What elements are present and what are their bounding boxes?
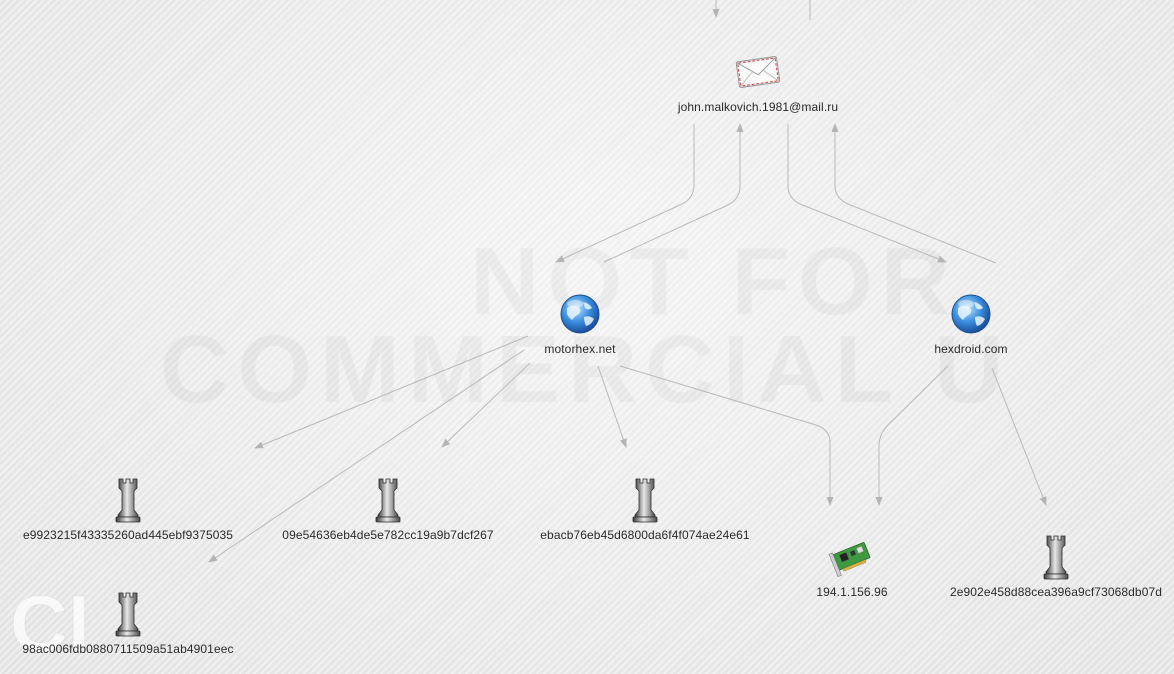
- node-motorhex[interactable]: motorhex.net: [514, 290, 646, 356]
- edge-motorhex-to-hash2: [441, 362, 531, 448]
- node-hash-3[interactable]: ebacb76eb45d6800da6f4f074ae24e61: [520, 476, 770, 542]
- rook-icon: [1032, 533, 1080, 581]
- network-card-icon: [828, 533, 876, 581]
- rook-icon: [104, 476, 152, 524]
- edge-hexdroid-to-hash5: [991, 367, 1047, 506]
- envelope-icon: [734, 48, 782, 96]
- node-hash-1[interactable]: e9923215f43335260ad445ebf9375035: [4, 476, 252, 542]
- node-label: ebacb76eb45d6800da6f4f074ae24e61: [540, 528, 750, 542]
- node-hash-2[interactable]: 09e54636eb4de5e782cc19a9b7dcf267: [263, 476, 513, 542]
- edge-email-to-hexdroid: [787, 124, 947, 263]
- edge-motorhex-to-hash4: [208, 349, 525, 563]
- node-label: john.malkovich.1981@mail.ru: [677, 100, 839, 114]
- node-hexdroid[interactable]: hexdroid.com: [905, 290, 1037, 356]
- node-ip[interactable]: 194.1.156.96: [792, 533, 912, 599]
- edge-motorhex-to-ip: [619, 365, 834, 506]
- node-label: hexdroid.com: [934, 342, 1008, 356]
- node-hash-5[interactable]: 2e902e458d88cea396a9cf73068db07d: [940, 533, 1172, 599]
- node-label: 98ac006fdb0880711509a51ab4901eec: [22, 642, 234, 656]
- rook-icon: [364, 476, 412, 524]
- node-label: 2e902e458d88cea396a9cf73068db07d: [949, 585, 1163, 599]
- edge-motorhex-to-email: [603, 123, 744, 263]
- rook-icon: [104, 590, 152, 638]
- node-label: 09e54636eb4de5e782cc19a9b7dcf267: [282, 528, 494, 542]
- globe-icon: [556, 290, 604, 338]
- node-hash-4[interactable]: 98ac006fdb0880711509a51ab4901eec: [4, 590, 252, 656]
- node-label: e9923215f43335260ad445ebf9375035: [22, 528, 234, 542]
- edge-hexdroid-to-email: [831, 123, 997, 264]
- edge-hexdroid-to-ip: [875, 365, 949, 506]
- edge-motorhex-to-hash3: [597, 365, 627, 448]
- node-email[interactable]: john.malkovich.1981@mail.ru: [658, 48, 858, 114]
- node-label: 194.1.156.96: [816, 585, 888, 599]
- edge-email-to-motorhex: [555, 124, 695, 263]
- globe-icon: [947, 290, 995, 338]
- rook-icon: [621, 476, 669, 524]
- node-label: motorhex.net: [544, 342, 616, 356]
- edge-motorhex-to-hash1: [254, 335, 529, 449]
